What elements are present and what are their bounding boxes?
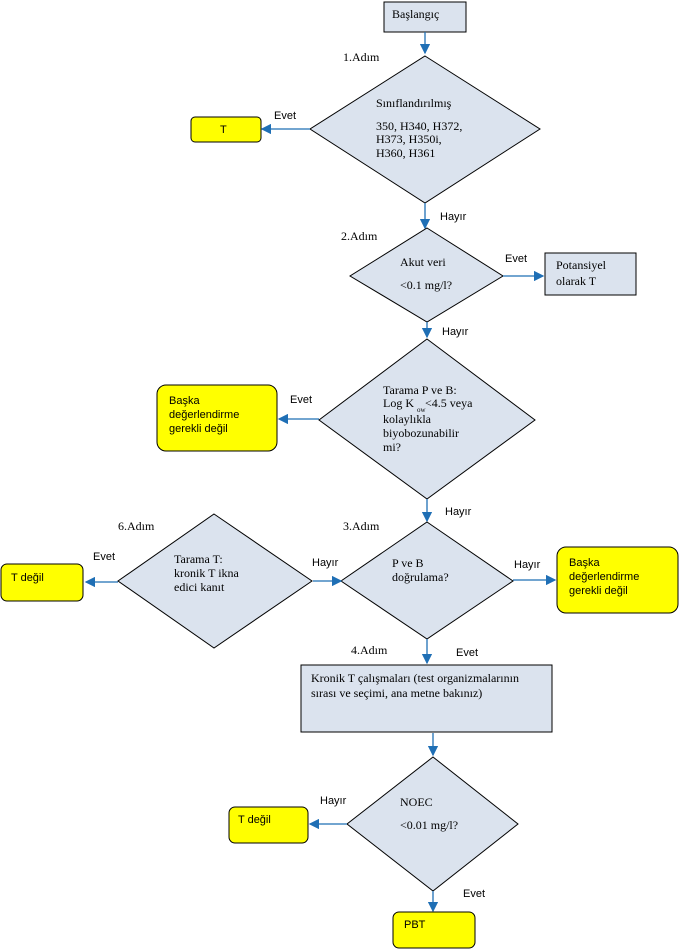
t-label: T <box>220 124 227 136</box>
d7-line2: <0.01 mg/l? <box>400 818 458 832</box>
d3-hayir: Hayır <box>445 506 472 518</box>
tdegil1-label: T değil <box>11 572 44 584</box>
b1-line2: değerlendirme <box>169 409 239 421</box>
d6-line3: edici kanıt <box>174 580 225 594</box>
decision-screening-t: Tarama T: kronik T ikna edici kanıt <box>117 513 313 649</box>
d2-line2: <0.1 mg/l? <box>400 278 452 292</box>
d3-line4: biyobozunabilir <box>383 426 459 440</box>
d6-evet: Evet <box>93 551 115 563</box>
t-node: T <box>190 116 262 143</box>
b1-line3: gerekli değil <box>169 423 228 435</box>
potential-t-node: Potansiyel olarak T <box>544 252 637 296</box>
start-node: Başlangıç <box>383 1 467 33</box>
d7-evet: Evet <box>463 888 485 900</box>
b2-line3: gerekli değil <box>569 585 628 597</box>
d4-evet: Evet <box>456 647 478 659</box>
tdegil2-label: T değil <box>238 814 271 826</box>
d3-line2b: <4.5 veya <box>425 396 473 410</box>
pbt-label: PBT <box>404 919 426 931</box>
d7-line1: NOEC <box>400 795 433 809</box>
d6-line1: Tarama T: <box>174 552 223 566</box>
decision-screening-pb: Tarama P ve B: Log K ow <4.5 veya kolayl… <box>318 338 536 500</box>
step1-label: 1.Adım <box>343 50 380 64</box>
d3-line5: mi? <box>383 440 401 454</box>
pot-line2: olarak T <box>556 274 597 288</box>
step3-label: 3.Adım <box>343 519 380 533</box>
d1-line3: H373, H350i, <box>376 132 442 146</box>
not-t-node-1: T değil <box>0 563 84 602</box>
d1-line2: 350, H340, H372, <box>376 119 462 133</box>
chronic-line1: Kronik T çalışmaları (test organizmaları… <box>311 671 519 685</box>
b2-line1: Başka <box>569 557 600 569</box>
d4-line2: doğrulama? <box>392 570 449 584</box>
decision-noec: NOEC <0.01 mg/l? <box>346 756 519 892</box>
d1-line4: H360, H361 <box>376 146 435 160</box>
d3-evet: Evet <box>290 394 312 406</box>
d3-line2a: Log K <box>383 396 414 410</box>
d4-line1: P ve B <box>392 556 424 570</box>
d3-line3: kolaylıkla <box>383 412 432 426</box>
d2-line1: Akut veri <box>400 255 446 269</box>
d3-line2sub: ow <box>417 406 427 414</box>
d6-line2: kronik T ikna <box>174 566 240 580</box>
decision-pb-confirm: P ve B doğrulama? <box>340 521 514 640</box>
step4-label: 4.Adım <box>351 643 388 657</box>
start-label: Başlangıç <box>392 7 439 21</box>
chronic-t-studies-node: Kronik T çalışmaları (test organizmaları… <box>300 664 553 733</box>
pbt-node: PBT <box>392 911 476 949</box>
d1-evet: Evet <box>274 110 296 122</box>
chronic-line2: sırası ve seçimi, ana metne bakınız) <box>311 686 482 700</box>
d1-line1: Sınıflandırılmış <box>376 96 452 110</box>
not-t-node-2: T değil <box>228 806 309 844</box>
d2-hayir: Hayır <box>442 326 469 338</box>
no-further-eval-node-2: Başka değerlendirme gerekli değil <box>556 546 679 614</box>
b1-line1: Başka <box>169 395 200 407</box>
d6-hayir: Hayır <box>312 557 339 569</box>
step2-label: 2.Adım <box>341 229 378 243</box>
d4-hayir: Hayır <box>514 559 541 571</box>
d2-evet: Evet <box>505 253 527 265</box>
no-further-eval-node-1: Başka değerlendirme gerekli değil <box>156 384 278 452</box>
d3-line1: Tarama P ve B: <box>383 383 457 397</box>
pot-line1: Potansiyel <box>556 258 607 272</box>
d1-hayir: Hayır <box>440 211 467 223</box>
b2-line2: değerlendirme <box>569 571 639 583</box>
step6-label: 6.Adım <box>118 519 155 533</box>
d7-hayir: Hayır <box>320 795 347 807</box>
decision-classified: Sınıflandırılmış 350, H340, H372, H373, … <box>309 55 541 204</box>
